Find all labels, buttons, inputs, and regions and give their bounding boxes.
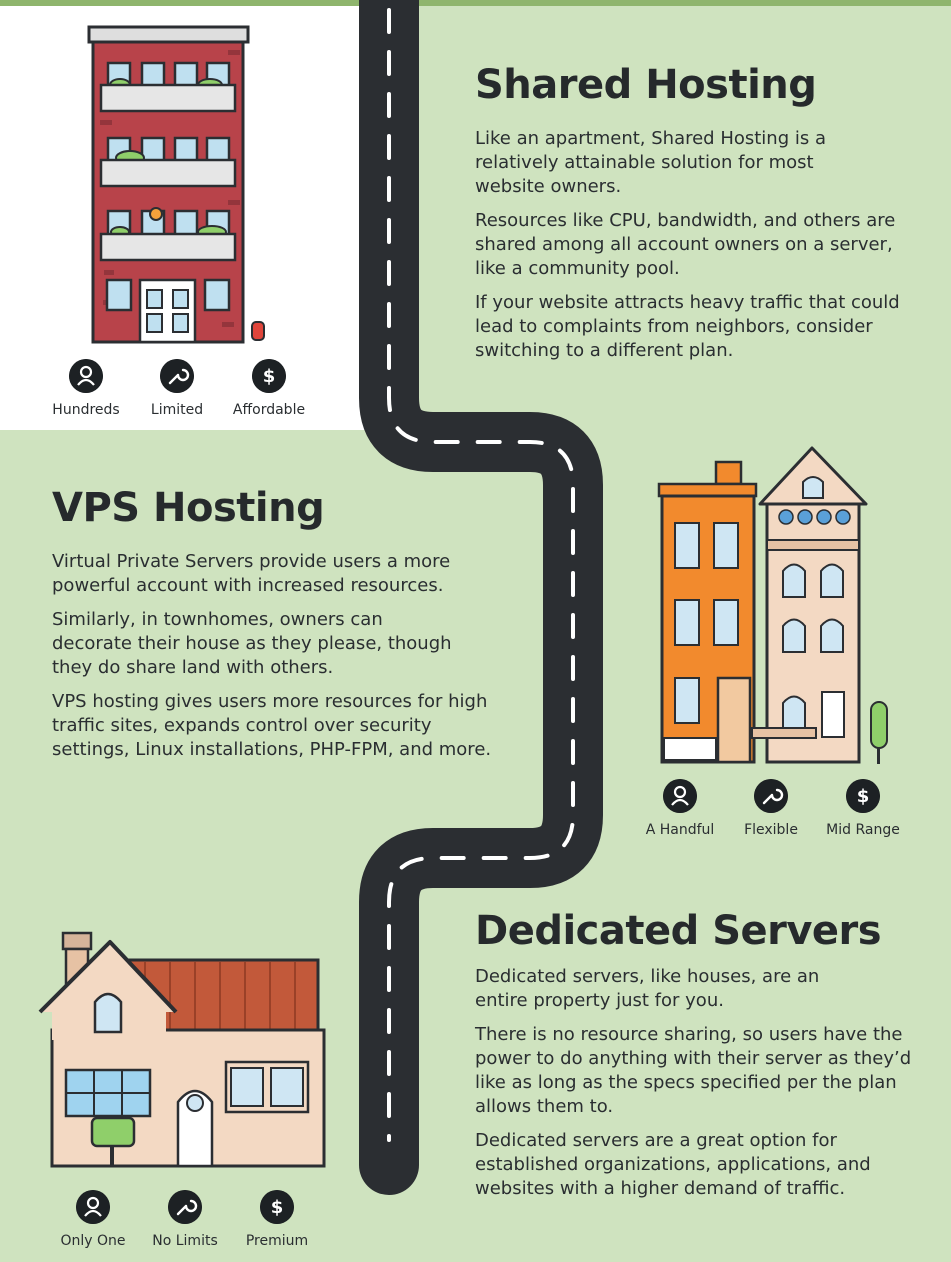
stat-label: Only One bbox=[60, 1233, 126, 1249]
dedicated-paragraph-3: Dedicated servers are a great option for… bbox=[475, 1130, 871, 1199]
user-icon bbox=[663, 779, 697, 813]
stat-dedicated-price: $ Premium bbox=[227, 1190, 327, 1249]
stat-vps-accounts: A Handful bbox=[630, 779, 730, 838]
wrench-icon bbox=[160, 359, 194, 393]
stat-label: Flexible bbox=[744, 822, 798, 838]
stat-label: No Limits bbox=[152, 1233, 218, 1249]
stat-label: Premium bbox=[245, 1233, 309, 1249]
vps-paragraph-2: Similarly, in townhomes, owners can deco… bbox=[52, 609, 452, 678]
stat-dedicated-accounts: Only One bbox=[43, 1190, 143, 1249]
stat-vps-price: $ Mid Range bbox=[813, 779, 913, 838]
shared-paragraph-2: Resources like CPU, bandwidth, and other… bbox=[475, 210, 896, 279]
dollar-icon: $ bbox=[846, 779, 880, 813]
stat-shared-price: $ Affordable bbox=[219, 359, 319, 418]
stat-vps-control: Flexible bbox=[721, 779, 821, 838]
dedicated-paragraph-1: Dedicated servers, like houses, are an e… bbox=[475, 966, 820, 1011]
dedicated-paragraph-2: There is no resource sharing, so users h… bbox=[475, 1024, 912, 1117]
dollar-icon: $ bbox=[252, 359, 286, 393]
stat-label: Mid Range bbox=[826, 822, 900, 838]
vps-hosting-title: VPS Hosting bbox=[52, 485, 325, 531]
stat-shared-control: Limited bbox=[127, 359, 227, 418]
shared-paragraph-1: Like an apartment, Shared Hosting is a r… bbox=[475, 128, 826, 197]
top-accent-bar bbox=[0, 0, 951, 6]
vps-paragraph-3: VPS hosting gives users more resources f… bbox=[52, 691, 492, 760]
dedicated-servers-title: Dedicated Servers bbox=[475, 908, 882, 954]
stat-label: Hundreds bbox=[52, 402, 120, 418]
stat-shared-accounts: Hundreds bbox=[36, 359, 136, 418]
stat-label: A Handful bbox=[645, 822, 715, 838]
wrench-icon bbox=[754, 779, 788, 813]
dollar-icon: $ bbox=[260, 1190, 294, 1224]
stat-dedicated-control: No Limits bbox=[135, 1190, 235, 1249]
shared-hosting-title: Shared Hosting bbox=[475, 62, 817, 108]
shared-paragraph-3: If your website attracts heavy traffic t… bbox=[475, 292, 900, 361]
stat-label: Limited bbox=[150, 402, 204, 418]
svg-text:$: $ bbox=[857, 786, 870, 807]
user-icon bbox=[76, 1190, 110, 1224]
stat-label: Affordable bbox=[232, 402, 306, 418]
svg-text:$: $ bbox=[271, 1197, 284, 1218]
vps-paragraph-1: Virtual Private Servers provide users a … bbox=[52, 551, 451, 596]
user-icon bbox=[69, 359, 103, 393]
wrench-icon bbox=[168, 1190, 202, 1224]
svg-text:$: $ bbox=[263, 366, 276, 387]
